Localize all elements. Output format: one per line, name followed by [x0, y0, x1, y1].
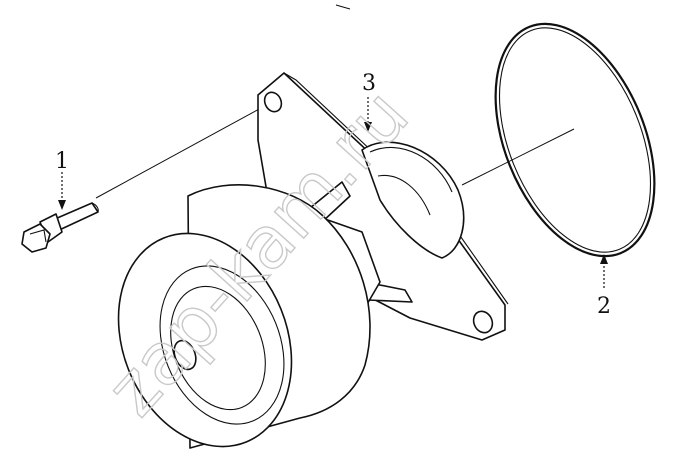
leader-1-arrow [58, 200, 66, 210]
leader-3-arrow [364, 122, 372, 132]
bolt [21, 202, 99, 253]
top-mark [335, 4, 351, 10]
part-number-3: 3 [362, 71, 376, 96]
axis-line-bolt [95, 101, 273, 199]
part-number-1: 1 [55, 149, 69, 174]
o-ring [494, 22, 656, 258]
part-number-2: 2 [597, 294, 611, 319]
leader-2-arrow [600, 254, 608, 264]
pulley [117, 184, 371, 449]
axis-line-ring [461, 128, 575, 186]
